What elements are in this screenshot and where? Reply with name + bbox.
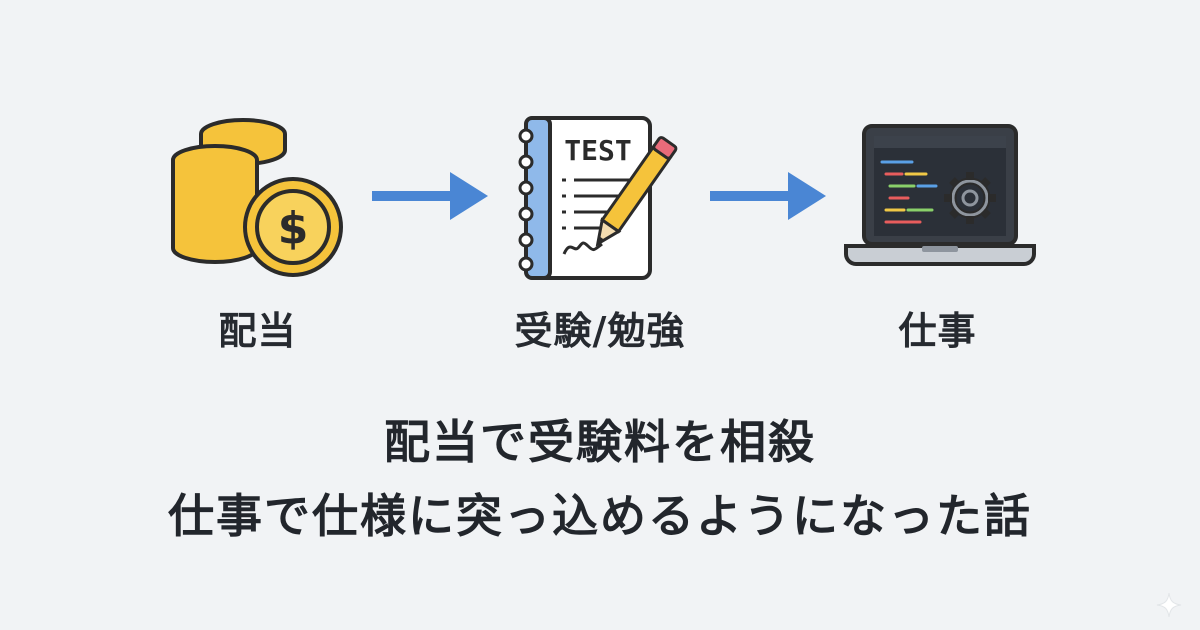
coin-stack-icon: $: [171, 118, 343, 277]
step-label-exam-study: 受験/勉強: [514, 309, 686, 353]
title-line-2: 仕事で仕様に突っ込めるようになった話: [168, 489, 1032, 543]
step-label-work: 仕事: [898, 309, 977, 353]
step-label-dividend: 配当: [218, 309, 297, 353]
arrow-right-icon: [372, 172, 488, 220]
sparkle-icon: [1156, 592, 1182, 618]
laptop-code-icon: [844, 124, 1036, 266]
coin-dollar-symbol: $: [278, 203, 309, 254]
arrow-right-icon: [710, 172, 826, 220]
title-line-1: 配当で受験料を相殺: [384, 415, 816, 469]
notebook-heading: TEST: [564, 134, 631, 167]
test-notebook-icon: TEST: [518, 116, 678, 280]
